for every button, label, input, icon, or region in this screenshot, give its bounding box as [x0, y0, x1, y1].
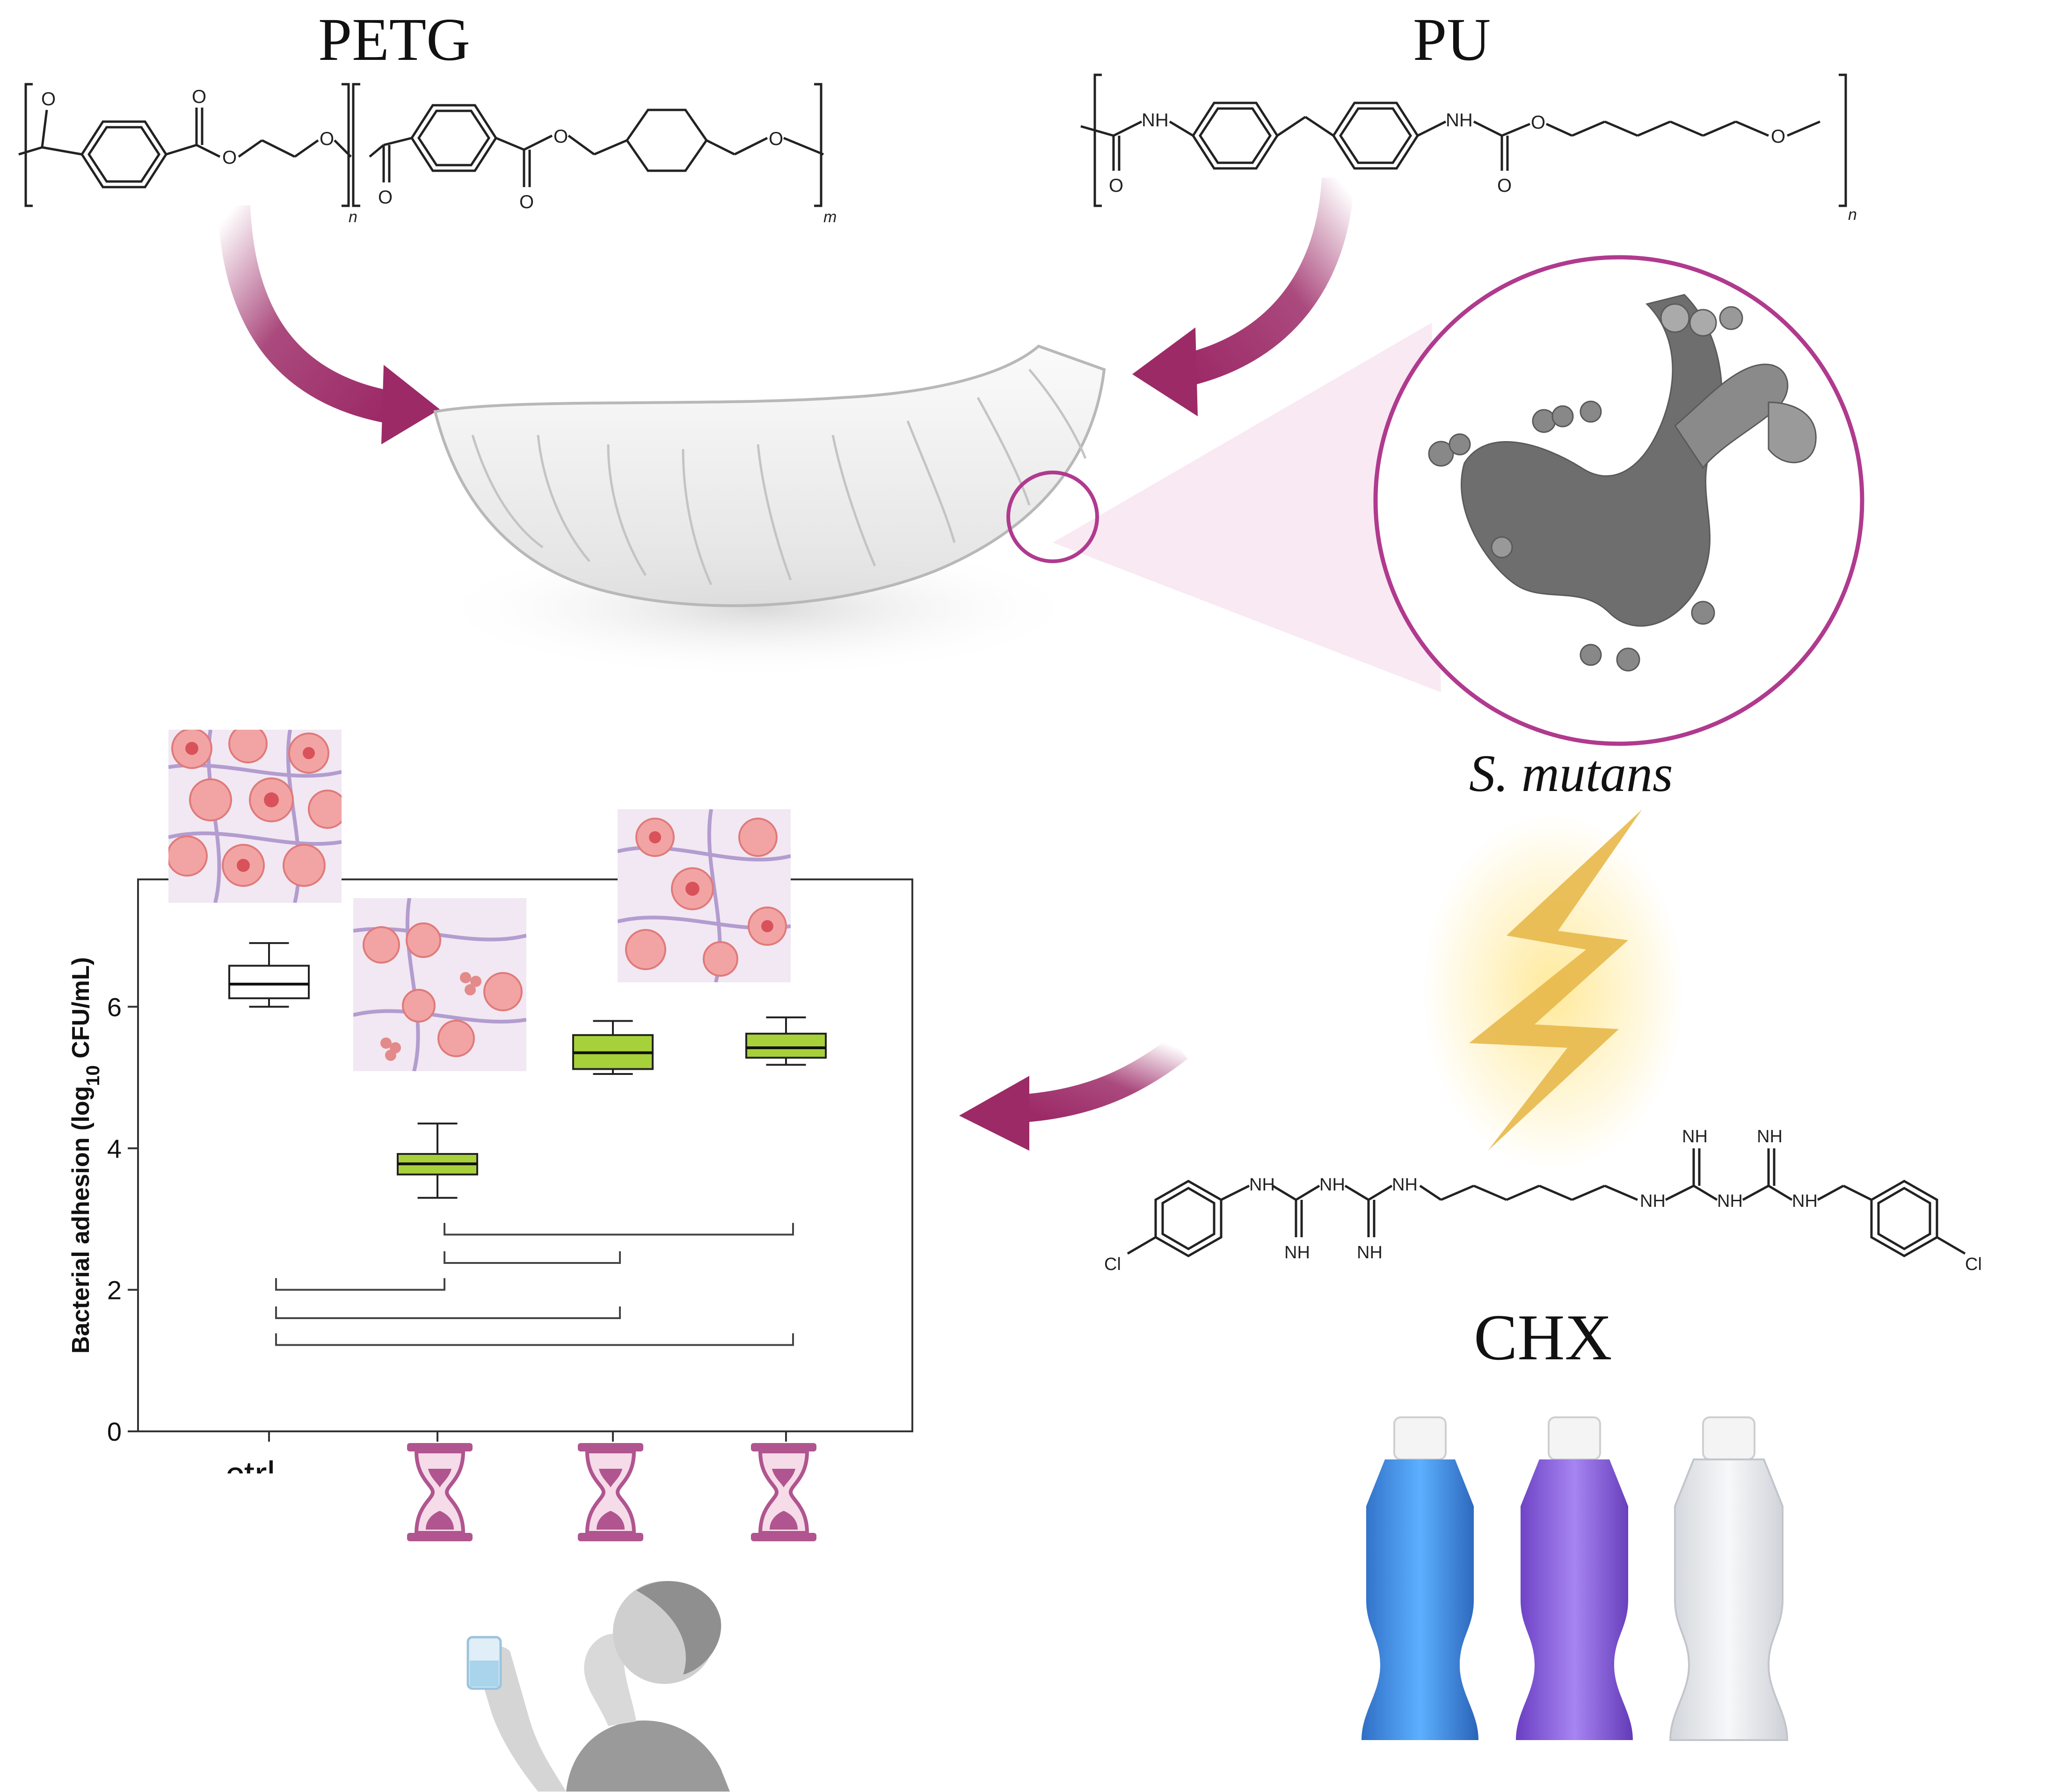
organism-label: S. mutans [1469, 745, 1673, 803]
mouthwash-bottles [1361, 1416, 1789, 1741]
significance-bracket [444, 1223, 794, 1236]
chx-nh-label: NH [1640, 1191, 1666, 1211]
chx-nh-label: NH [1682, 1127, 1708, 1146]
chx-title: CHX [1474, 1301, 1612, 1374]
petg-oxygen-label: O [769, 129, 783, 149]
bottle-clear [1669, 1416, 1789, 1741]
petg-oxygen-label: O [222, 147, 237, 168]
petg-oxygen-label: O [519, 192, 534, 212]
clear-aligner [430, 344, 1106, 678]
petg-oxygen-label: O [41, 89, 56, 109]
chx-cl-label: Cl [1104, 1255, 1121, 1274]
arrow-pu-to-aligner [1132, 178, 1354, 416]
petg-subscript-n: n [349, 208, 357, 226]
y-tick-label: 2 [107, 1275, 122, 1305]
hourglass-icon-3min [578, 1443, 643, 1541]
chx-nh-label: NH [1792, 1191, 1818, 1211]
cells-inset-ctrl [168, 730, 342, 903]
chx-structure: Cl NH NH NH NH NH NH NH NH NH NH Cl [1104, 1127, 1982, 1274]
y-tick-label: 4 [107, 1134, 122, 1163]
plot-frame [137, 878, 913, 1432]
petg-title: PETG [318, 6, 470, 73]
petg-oxygen-label: O [553, 126, 568, 147]
hourglass-icon-5min [751, 1443, 816, 1541]
cells-inset-3min [618, 809, 791, 982]
cells-inset-1min [353, 898, 526, 1071]
pu-oxygen-label: O [1109, 175, 1123, 196]
y-axis-label: Bacterial adhesion (log10 CFU/mL) [67, 957, 103, 1354]
chx-nh-label: NH [1319, 1175, 1345, 1195]
hourglass-icon-1min [407, 1443, 473, 1541]
chx-nh-label: NH [1357, 1243, 1383, 1262]
pu-structure: NH O NH O O O n [1080, 73, 1857, 224]
zoom-highlight [1006, 323, 1441, 692]
y-tick-label: 0 [107, 1417, 122, 1446]
petg-subscript-m: m [823, 208, 837, 226]
chx-nh-label: NH [1392, 1175, 1418, 1195]
arrow-petg-to-aligner [218, 205, 440, 444]
lightning-bolt-icon [1422, 809, 1684, 1169]
significance-bracket [275, 1306, 621, 1319]
chx-nh-label: NH [1249, 1175, 1275, 1195]
petg-oxygen-label: O [320, 129, 334, 149]
pu-nh-label: NH [1142, 110, 1169, 131]
chx-nh-label: NH [1717, 1191, 1743, 1211]
y-tick-label: 6 [107, 992, 122, 1022]
chx-cl-label: Cl [1965, 1255, 1982, 1274]
pu-oxygen-label: O [1531, 112, 1545, 133]
box-5-min [745, 1032, 827, 1059]
significance-bracket [444, 1251, 621, 1264]
person-rinsing-illustration [466, 1581, 730, 1792]
arrow-chx-to-chart [959, 1037, 1188, 1151]
petg-structure: O O O O O O O O n m [18, 83, 837, 226]
bottle-purple [1516, 1416, 1633, 1740]
category-label: ctrl [226, 1454, 276, 1473]
significance-bracket [275, 1333, 794, 1346]
bottle-blue [1361, 1416, 1478, 1740]
pu-oxygen-label: O [1497, 175, 1512, 196]
pu-nh-label: NH [1446, 110, 1473, 131]
pu-subscript-n: n [1848, 206, 1857, 224]
box-ctrl [228, 965, 310, 1000]
pu-oxygen-label: O [1771, 126, 1785, 147]
s-mutans-micrograph [1373, 255, 1864, 746]
petg-oxygen-label: O [378, 187, 393, 208]
chx-nh-label: NH [1757, 1127, 1783, 1146]
chx-nh-label: NH [1284, 1243, 1310, 1262]
significance-bracket [275, 1278, 445, 1291]
petg-oxygen-label: O [192, 87, 206, 107]
pu-title: PU [1413, 6, 1491, 73]
